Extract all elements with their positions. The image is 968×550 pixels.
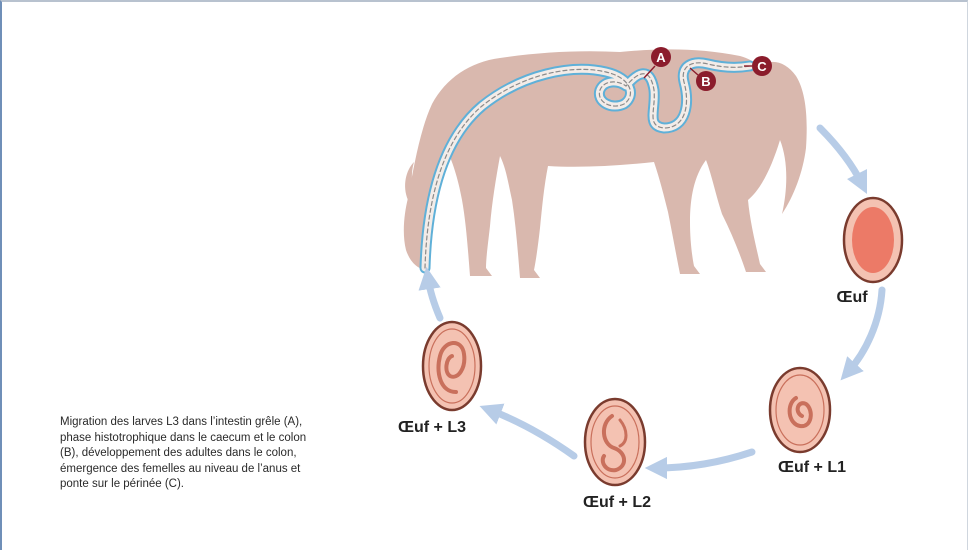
arrow-l1-to-l2: [656, 452, 752, 468]
egg-l3-stage-label: Œuf + L3: [398, 419, 466, 436]
egg-stage-label: Œuf: [836, 289, 868, 306]
arrow-l2-to-l3: [490, 410, 574, 456]
caption-text: Migration des larves L3 dans l’intestin …: [60, 415, 322, 493]
marker-c-letter: C: [757, 59, 767, 74]
arrow-horse-to-egg: [820, 128, 862, 184]
egg-l1-stage: Œuf + L1: [770, 368, 846, 476]
egg-l2-stage-label: Œuf + L2: [583, 494, 651, 511]
egg-l3-stage: Œuf + L3: [398, 322, 481, 436]
arrow-l3-to-horse: [428, 278, 440, 318]
egg-stage: Œuf: [836, 198, 902, 306]
marker-a-letter: A: [656, 50, 666, 65]
egg-l2-stage: Œuf + L2: [583, 399, 651, 511]
marker-b-letter: B: [701, 74, 710, 89]
egg-l1-stage-label: Œuf + L1: [778, 459, 846, 476]
